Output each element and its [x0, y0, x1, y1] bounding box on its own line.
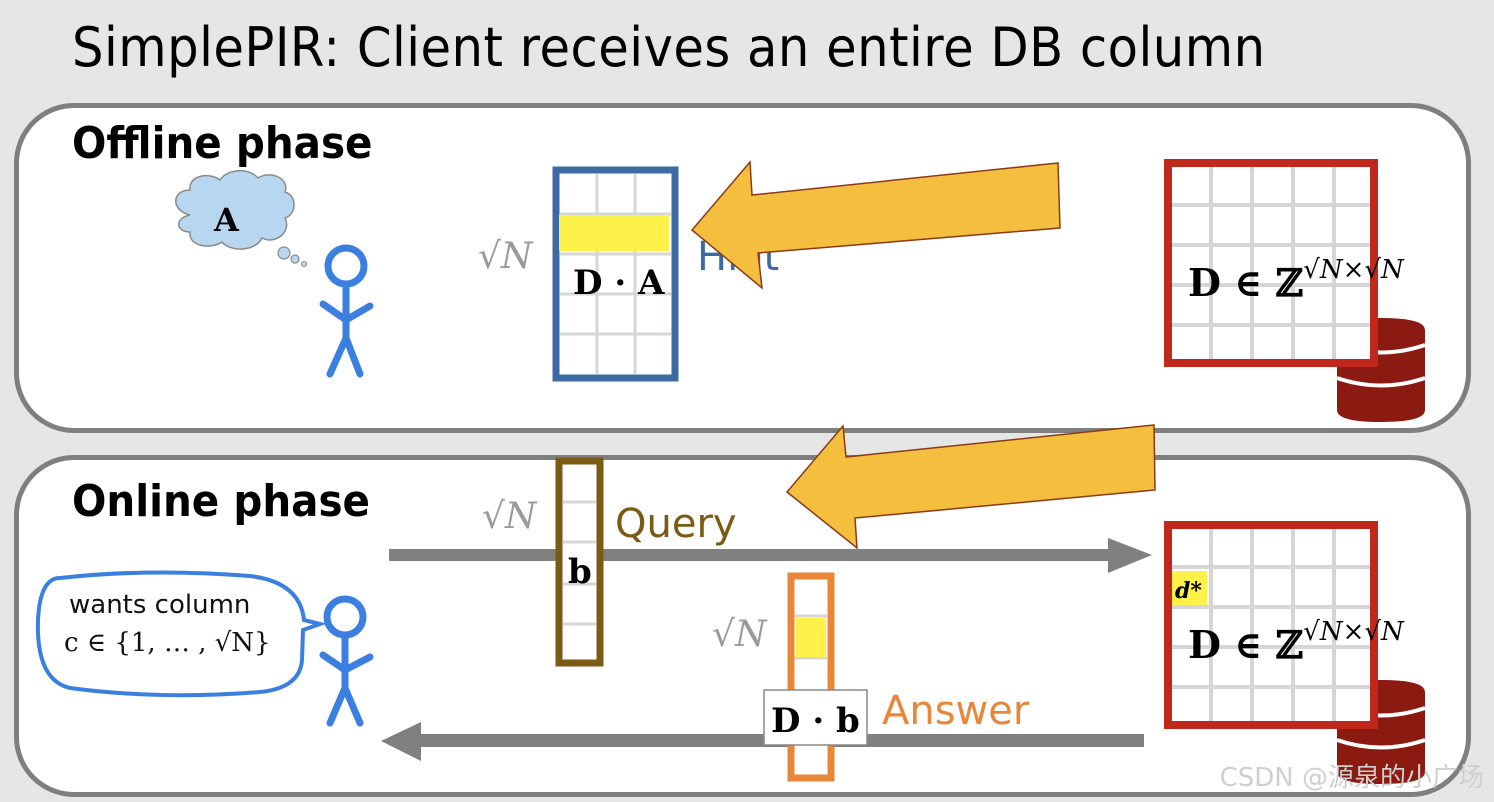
- query-label: Query: [615, 501, 737, 547]
- online-phase-label: Online phase: [72, 476, 371, 527]
- online-db-label-base: D ∈ ℤ: [1188, 622, 1304, 667]
- speech-line-2: c ∈ {1, … , √N}: [64, 628, 271, 658]
- offline-download-arrow: [690, 160, 1061, 290]
- answer-label: Answer: [882, 688, 1030, 734]
- database-matrix: [1164, 521, 1378, 729]
- offline-db-label-exponent: √N×√N: [1303, 255, 1405, 285]
- query-flow-arrow: [389, 538, 1152, 573]
- hint-dimension-label: √N: [478, 236, 533, 277]
- offline-phase-label: Offline phase: [72, 118, 373, 169]
- answer-dimension-label: √N: [712, 614, 767, 655]
- hint-matrix: [552, 166, 679, 382]
- offline-db-label: D ∈ ℤ√N×√N: [1188, 255, 1405, 305]
- hint-matrix-label: D · A: [573, 263, 665, 303]
- speech-line-1: wants column: [69, 590, 251, 620]
- hint-row-highlight: [559, 215, 669, 251]
- answer-vector: [787, 572, 835, 782]
- online-db-label: D ∈ ℤ√N×√N: [1188, 617, 1405, 667]
- query-vector-label: b: [568, 552, 592, 592]
- answer-vector-label-box: [763, 689, 868, 746]
- slide-title: SimplePIR: Client receives an entire DB …: [72, 16, 1266, 79]
- watermark: CSDN @源泉的小广场: [1219, 763, 1484, 793]
- answer-flow-arrow: [381, 722, 1144, 761]
- client-stick-figure-icon: [319, 595, 374, 727]
- query-vector: [555, 457, 604, 667]
- answer-highlight-cell: [796, 618, 826, 657]
- online-db-label-exponent: √N×√N: [1303, 617, 1405, 647]
- offline-db-label-base: D ∈ ℤ: [1188, 260, 1304, 305]
- thought-label: A: [214, 201, 239, 239]
- answer-vector-label: D · b: [771, 701, 860, 741]
- db-highlight-label: d*: [1175, 578, 1202, 604]
- speech-bubble: [35, 570, 327, 698]
- query-dimension-label: √N: [482, 496, 537, 537]
- thought-cloud-icon: [175, 170, 307, 267]
- online-download-arrow: [785, 424, 1156, 550]
- client-stick-figure-icon: [319, 244, 374, 378]
- db-highlight-cell: [1172, 571, 1207, 605]
- database-matrix: [1164, 159, 1378, 367]
